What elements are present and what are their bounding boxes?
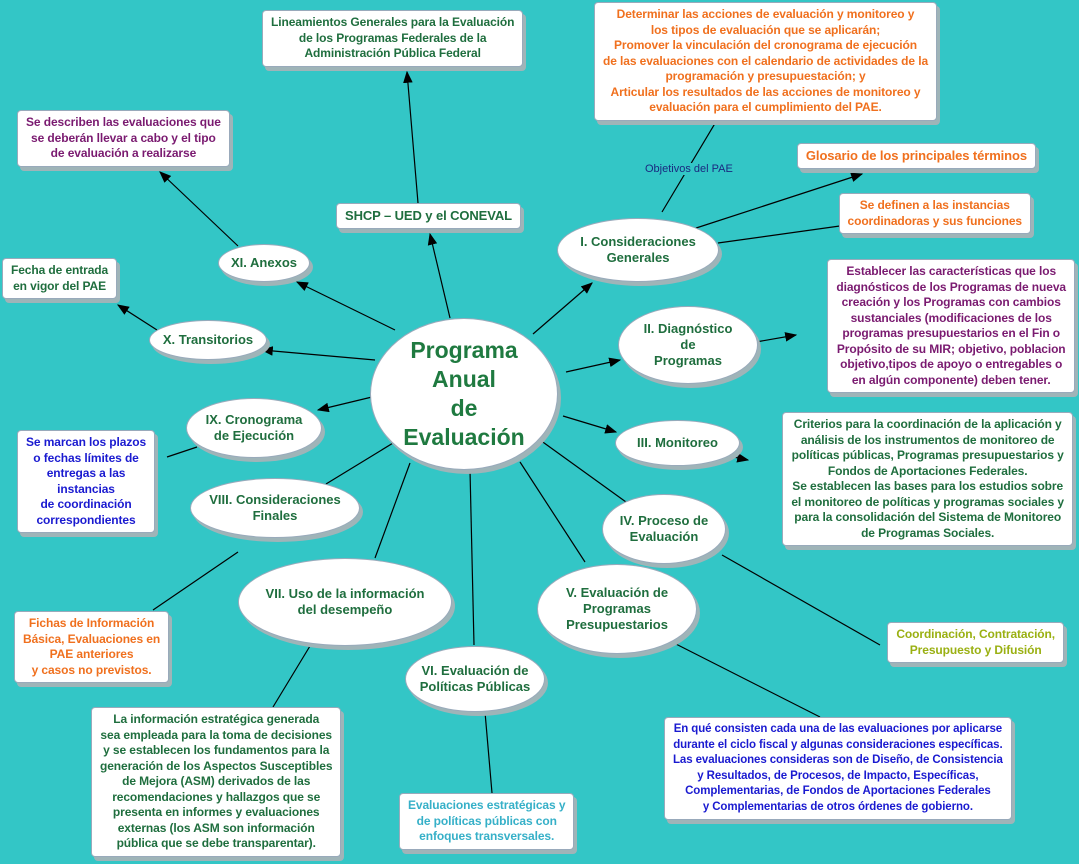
node-cronograma[interactable]: IX. Cronograma de Ejecución — [186, 398, 322, 458]
detail-proceso[interactable]: Coordinación, Contratación, Presupuesto … — [887, 622, 1064, 663]
link-label-objetivos: Objetivos del PAE — [643, 163, 735, 175]
detail-tipos-evaluacion[interactable]: En qué consisten cada una de las evaluac… — [664, 717, 1012, 820]
detail-anexos[interactable]: Se describen las evaluaciones que se deb… — [17, 110, 230, 167]
node-consideraciones-generales[interactable]: I. Consideraciones Generales — [557, 218, 719, 282]
central-topic[interactable]: Programa Anual de Evaluación — [370, 318, 558, 470]
node-shcp-coneval[interactable]: SHCP – UED y el CONEVAL — [336, 203, 521, 229]
detail-transitorios[interactable]: Fecha de entrada en vigor del PAE — [2, 258, 118, 299]
node-uso-informacion[interactable]: VII. Uso de la información del desempeño — [238, 558, 452, 646]
detail-uso-informacion[interactable]: La información estratégica generada sea … — [91, 707, 342, 857]
detail-objetivos[interactable]: Determinar las acciones de evaluación y … — [594, 2, 938, 121]
detail-lineamientos[interactable]: Lineamientos Generales para la Evaluació… — [262, 10, 524, 67]
node-consideraciones-finales[interactable]: VIII. Consideraciones Finales — [190, 478, 360, 538]
detail-finales[interactable]: Fichas de Información Básica, Evaluacion… — [14, 611, 170, 683]
detail-cronograma[interactable]: Se marcan los plazos o fechas límites de… — [17, 430, 156, 533]
node-monitoreo[interactable]: III. Monitoreo — [615, 420, 740, 466]
node-transitorios[interactable]: X. Transitorios — [149, 320, 267, 360]
node-evaluacion-programas[interactable]: V. Evaluación de Programas Presupuestari… — [537, 564, 697, 654]
detail-politicas[interactable]: Evaluaciones estratégicas y de políticas… — [399, 793, 575, 850]
detail-diagnostico[interactable]: Establecer las características que los d… — [827, 259, 1075, 393]
detail-monitoreo[interactable]: Criterios para la coordinación de la apl… — [782, 412, 1073, 546]
node-evaluacion-politicas[interactable]: VI. Evaluación de Políticas Públicas — [405, 646, 545, 712]
detail-instancias[interactable]: Se definen a las instancias coordinadora… — [838, 193, 1031, 234]
node-anexos[interactable]: XI. Anexos — [218, 244, 310, 282]
detail-glosario[interactable]: Glosario de los principales términos — [796, 143, 1036, 169]
node-diagnostico[interactable]: II. Diagnóstico de Programas — [618, 306, 758, 384]
node-proceso-evaluacion[interactable]: IV. Proceso de Evaluación — [602, 494, 726, 564]
